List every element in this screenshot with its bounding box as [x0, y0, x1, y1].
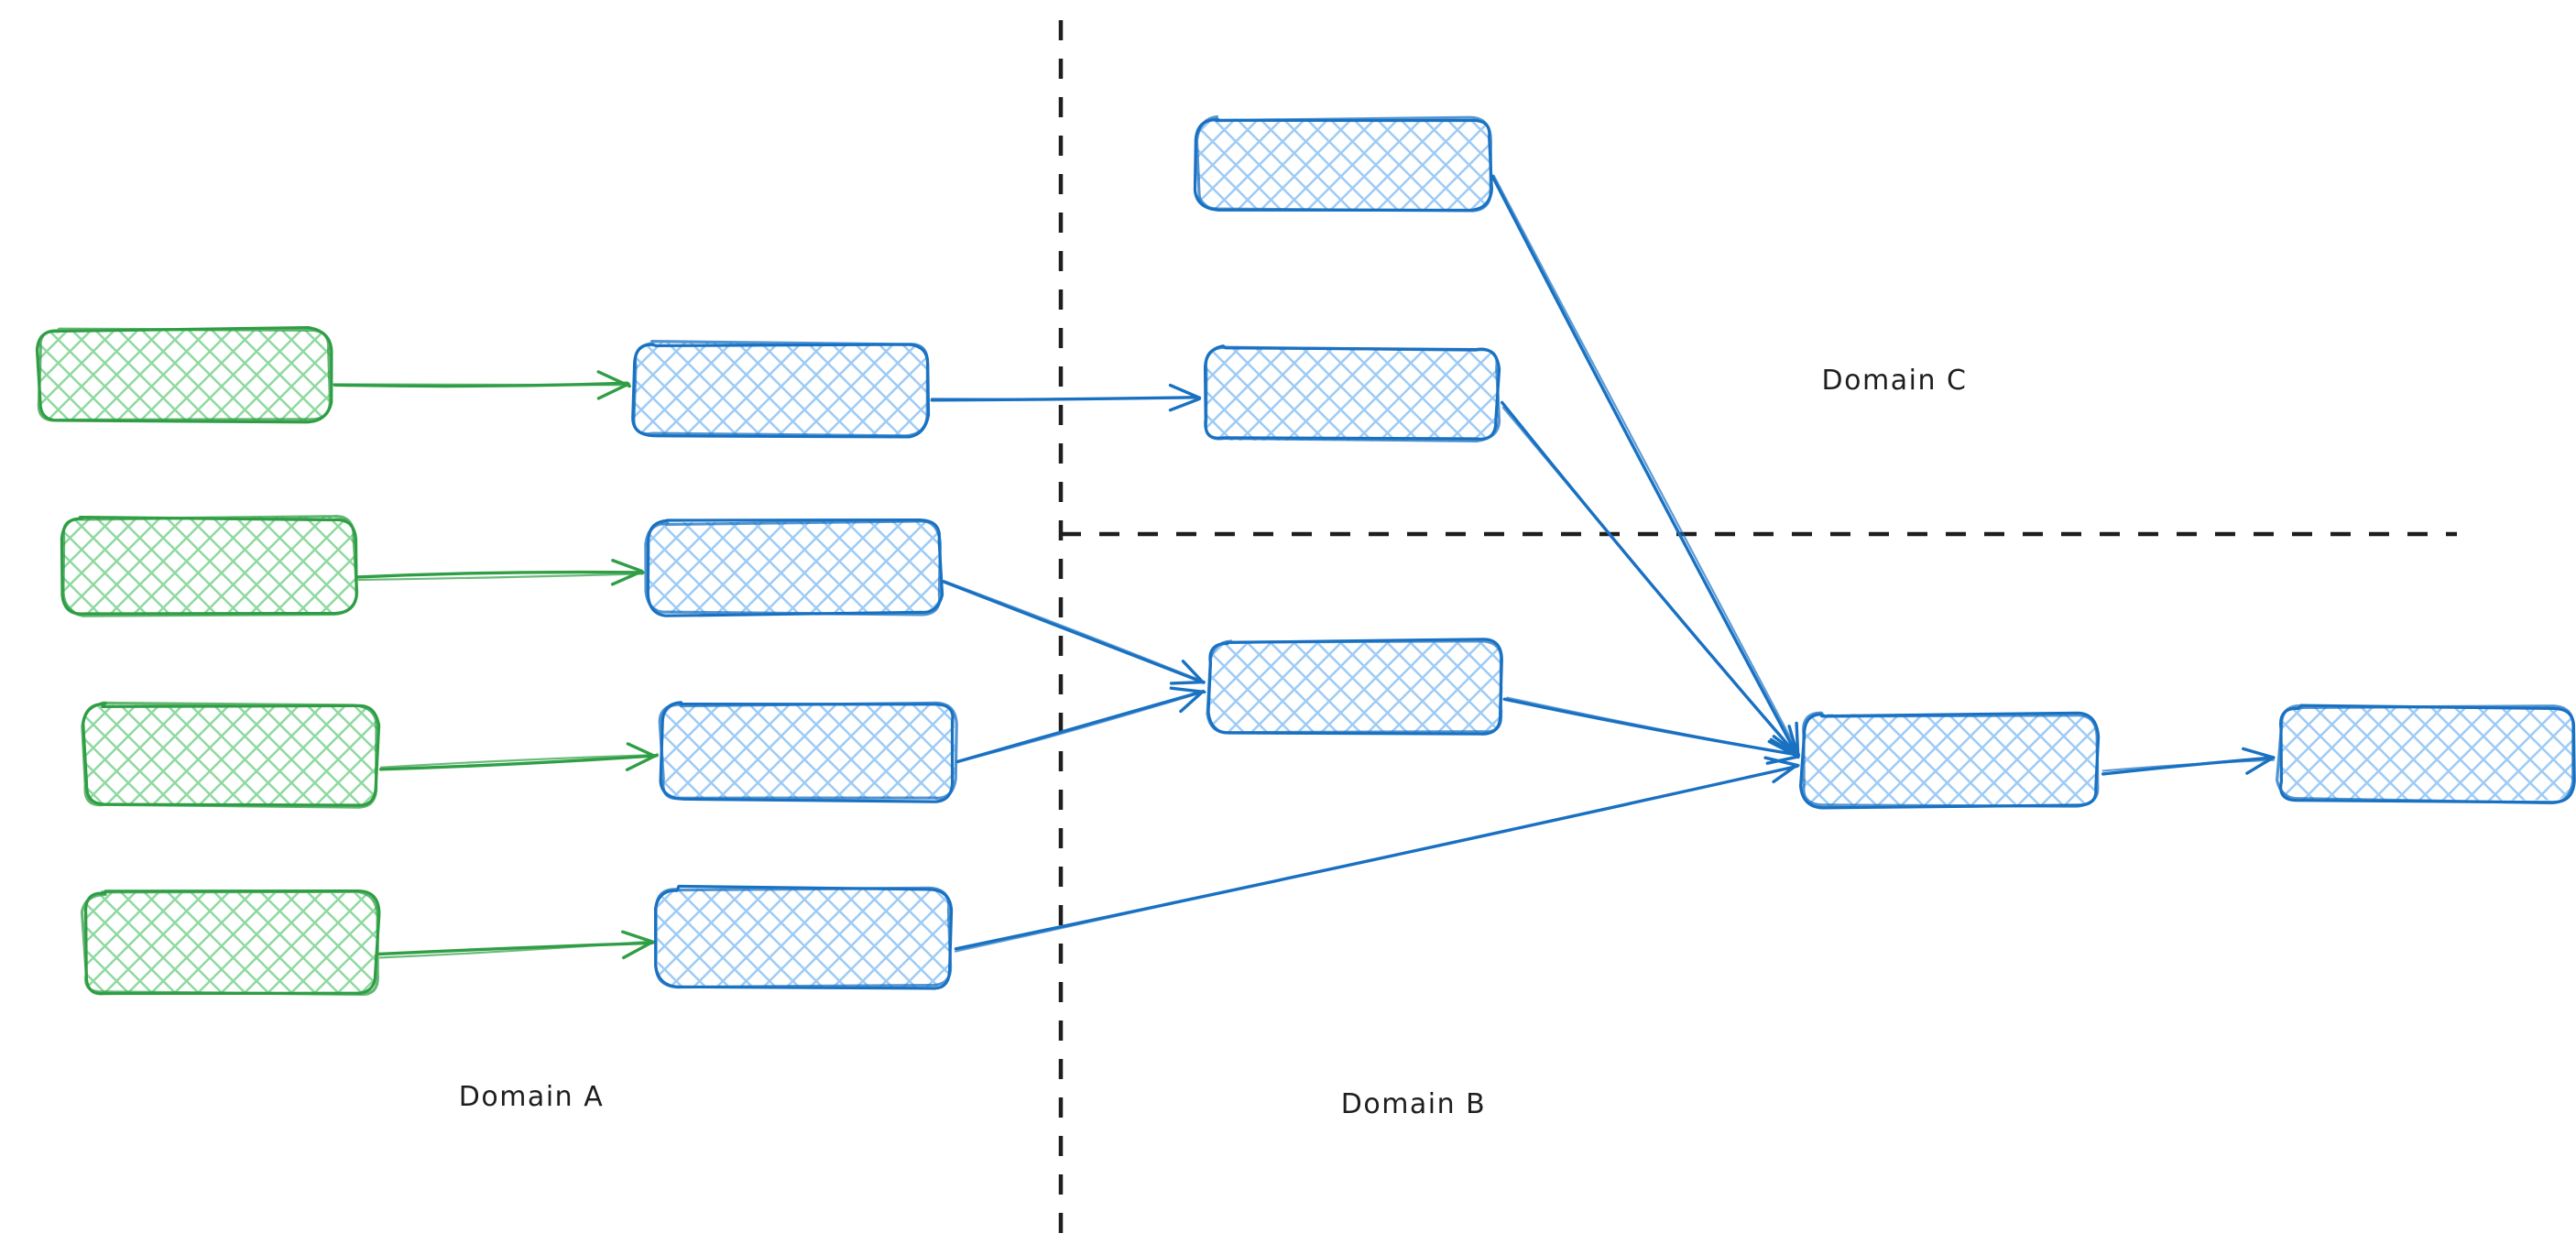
node-outline: [2275, 704, 2575, 805]
node-outline: [1802, 711, 2100, 808]
node-b-node-top[interactable]: [1193, 115, 1493, 213]
edge-shaft: [379, 753, 658, 769]
edge-shaft: [378, 754, 659, 771]
node-fill: [84, 891, 378, 996]
node-b-node-mid[interactable]: [1203, 344, 1501, 442]
edge-arrowhead: [1179, 689, 1205, 714]
node-fill: [61, 516, 356, 614]
node-fill: [660, 703, 955, 800]
edge-edge-proc4-cmain: [954, 756, 1800, 953]
edge-arrowhead: [2245, 756, 2276, 775]
edge-shaft: [930, 396, 1202, 400]
node-outline: [1204, 345, 1501, 442]
edge-shaft: [1506, 696, 1799, 757]
edge-arrowhead: [611, 559, 644, 573]
node-outline: [81, 701, 378, 809]
domain-label-layer: Domain A Domain B Domain C: [459, 365, 1968, 1120]
node-a-src-1[interactable]: [35, 325, 333, 424]
node-fill: [1208, 640, 1503, 734]
edge-arrowhead: [596, 370, 631, 388]
node-a-src-2[interactable]: [60, 515, 359, 617]
node-fill: [646, 520, 942, 614]
edge-arrowhead: [1772, 763, 1798, 784]
edge-edge-src2-proc2: [355, 559, 645, 586]
domain-label-domain-b: Domain B: [1341, 1088, 1487, 1120]
domain-label-domain-c: Domain C: [1822, 365, 1968, 397]
edge-edge-bmid-cmain: [1501, 400, 1800, 758]
edge-arrowhead: [1765, 755, 1798, 765]
divider-layer: [1058, 20, 2457, 1244]
node-a-proc-4[interactable]: [653, 884, 954, 990]
node-fill: [657, 888, 951, 988]
node-fill: [83, 704, 377, 807]
edge-edge-proc1-btop: [930, 383, 1202, 412]
edge-shaft: [378, 940, 653, 959]
edge-arrowhead: [621, 930, 656, 944]
node-outline: [644, 519, 942, 617]
node-c-node-final[interactable]: [2275, 704, 2576, 805]
node-outline: [1206, 639, 1503, 735]
edge-arrowhead: [1168, 383, 1201, 399]
node-c-node-main[interactable]: [1798, 711, 2101, 810]
edge-edge-proc2-bcenter: [941, 580, 1206, 685]
edge-arrowhead: [596, 382, 630, 400]
node-fill: [1197, 117, 1491, 211]
edge-arrowhead: [625, 753, 659, 771]
edge-shaft: [357, 573, 644, 582]
edge-arrowhead: [1169, 680, 1206, 685]
node-outline: [654, 886, 953, 989]
edge-arrowhead: [1181, 660, 1205, 683]
node-a-src-4[interactable]: [80, 889, 381, 996]
node-a-src-3[interactable]: [81, 701, 381, 809]
edge-edge-src3-proc3: [378, 742, 659, 771]
node-outline: [1195, 115, 1492, 213]
edge-edge-cmain-cfinal: [2101, 747, 2276, 776]
edge-arrowhead: [1787, 725, 1800, 758]
node-outline: [659, 701, 955, 803]
edge-edge-src1-proc1: [332, 370, 631, 400]
node-a-proc-2[interactable]: [644, 518, 944, 617]
edge-shaft: [355, 570, 645, 579]
node-fill: [38, 329, 331, 420]
node-outline: [658, 701, 958, 801]
edge-edge-src4-proc4: [377, 930, 656, 960]
node-a-proc-1[interactable]: [631, 340, 931, 439]
edge-shaft: [1490, 174, 1800, 759]
domain-label-domain-a: Domain A: [459, 1081, 604, 1113]
node-b-node-center[interactable]: [1206, 638, 1503, 736]
edge-shaft: [2101, 758, 2276, 772]
edge-arrowhead: [610, 570, 643, 586]
edge-edge-bcenter-cmain: [1502, 696, 1800, 765]
node-outline: [632, 340, 930, 438]
edge-shaft: [956, 690, 1206, 763]
edge-shaft: [1492, 174, 1800, 756]
edge-shaft: [955, 690, 1205, 764]
edge-layer: [332, 174, 2276, 960]
node-fill: [2279, 705, 2573, 802]
edge-edge-btop-cmain: [1490, 174, 1801, 759]
edge-arrowhead: [1769, 737, 1799, 758]
edge-shaft: [943, 580, 1204, 682]
edge-shaft: [1501, 406, 1800, 758]
edge-shaft: [941, 580, 1206, 684]
node-fill: [1802, 714, 2099, 808]
node-fill: [633, 342, 928, 436]
edge-arrowhead: [622, 941, 654, 960]
node-layer: [35, 115, 2576, 996]
node-outline: [61, 515, 359, 617]
node-fill: [1204, 347, 1500, 441]
edge-arrowhead: [1168, 397, 1201, 412]
node-a-proc-3[interactable]: [658, 701, 958, 803]
edge-edge-proc3-bcenter: [955, 686, 1206, 764]
edge-arrowhead: [2242, 747, 2276, 759]
edge-arrowhead: [626, 742, 657, 758]
node-outline: [37, 327, 333, 422]
edge-arrowhead: [1169, 686, 1206, 694]
edge-shaft: [332, 383, 630, 387]
node-outline: [80, 889, 379, 996]
edge-shaft: [954, 765, 1797, 953]
